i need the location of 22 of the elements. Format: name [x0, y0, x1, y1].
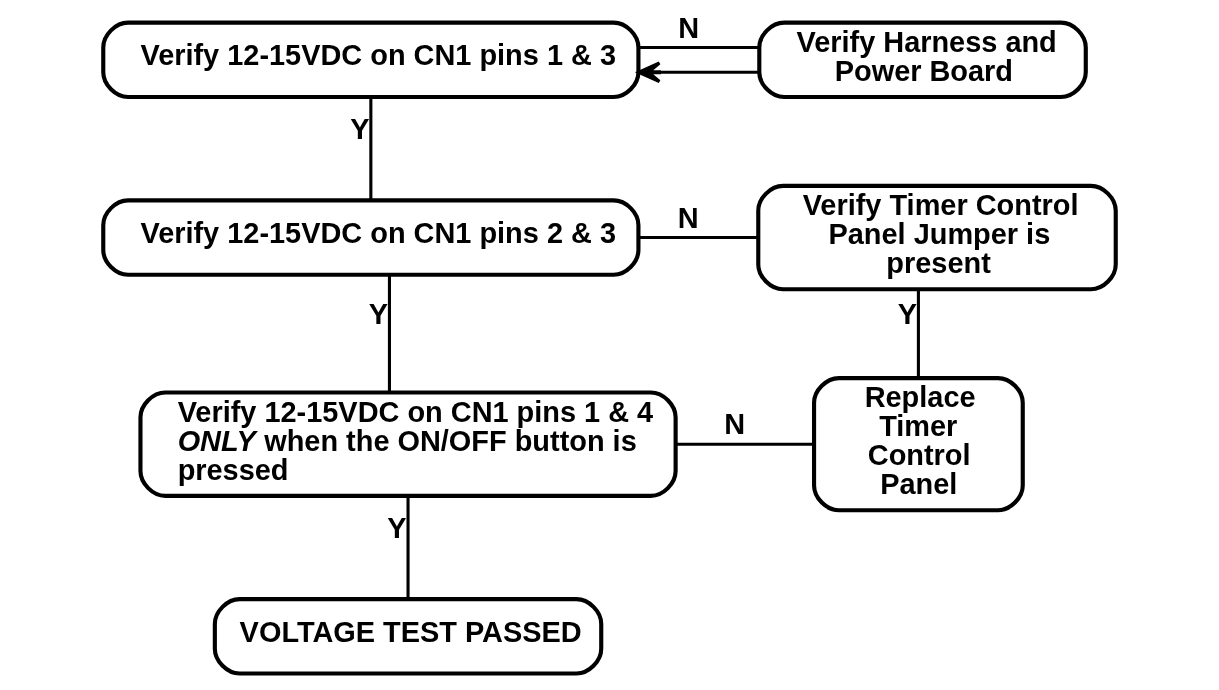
node-box: Verify Harness and Power Board — [757, 20, 1088, 100]
node-box: Replace Timer Control Panel — [812, 376, 1025, 513]
edge-label: N — [677, 201, 699, 234]
connector — [369, 97, 373, 200]
connector — [638, 45, 760, 49]
connector — [916, 289, 920, 378]
arrow — [637, 61, 760, 84]
edge-label: Y — [368, 298, 389, 331]
node-box: Verify Timer Control Panel Jumper is present — [756, 183, 1118, 292]
node-box: Verify 12-15VDC on CN1 pins 1 & 3 — [101, 20, 641, 100]
connector — [639, 236, 758, 240]
connector — [387, 275, 391, 393]
connector — [406, 496, 410, 600]
edge-label: Y — [350, 112, 370, 145]
connector — [675, 442, 815, 446]
node-box: Verify 12-15VDC on CN1 pins 2 & 3 — [101, 198, 641, 277]
node-box: Verify 12-15VDC on CN1 pins 1 & 4 ONLY when the ON/OFF button is pressed — [138, 390, 678, 498]
edge-label: Y — [387, 511, 407, 544]
edge-label: Y — [897, 297, 918, 330]
edge-label: N — [678, 11, 700, 44]
edge-label: N — [724, 408, 746, 441]
node-box: VOLTAGE TEST PASSED — [212, 597, 604, 676]
